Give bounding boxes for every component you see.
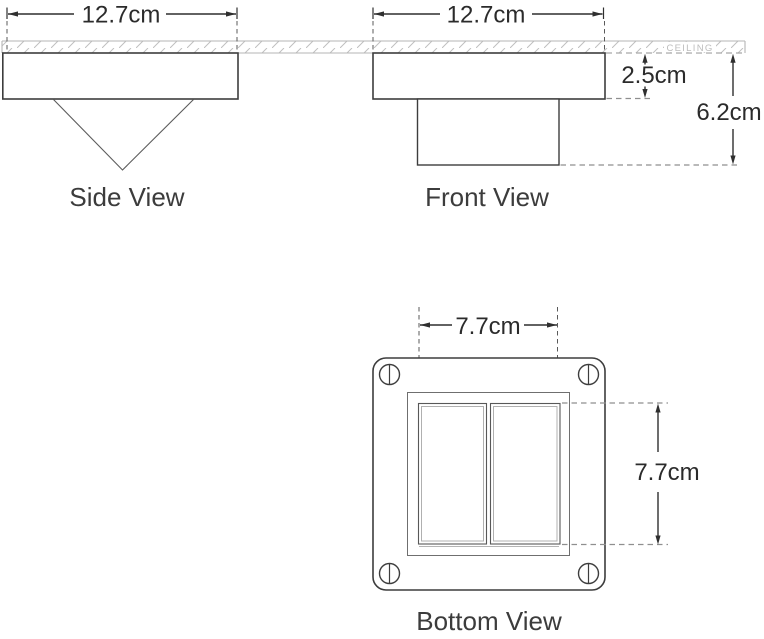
screw-bottom-right xyxy=(577,562,600,585)
overall-depth-dimension: 6.2cm xyxy=(560,53,762,166)
cutout-width-value: 7.7cm xyxy=(455,313,520,340)
arrowhead-left xyxy=(420,322,430,328)
lamp-panel-left xyxy=(417,402,488,545)
bottom-view: 7.7cm xyxy=(372,307,700,636)
overall-depth-value: 6.2cm xyxy=(696,99,761,126)
front-width-value: 12.7cm xyxy=(447,2,526,29)
arrowhead-down xyxy=(730,155,736,165)
arrowhead-right xyxy=(547,322,557,328)
front-view-label: Front View xyxy=(425,182,549,212)
arrowhead-left xyxy=(8,11,18,17)
flange-depth-value: 2.5cm xyxy=(621,62,686,89)
ceiling-label: CEILING xyxy=(666,43,713,54)
panel-outer-edge xyxy=(417,402,488,545)
front-view-body xyxy=(372,52,606,100)
side-view-label: Side View xyxy=(69,182,184,212)
front-view-stem xyxy=(416,98,560,166)
arrowhead-down xyxy=(655,535,661,545)
front-view: 12.7cm 2.5cm 6.2cm Front View xyxy=(372,2,762,212)
panel-inner-edge xyxy=(493,406,558,542)
arrowhead-down xyxy=(642,89,648,98)
screw-top-right xyxy=(577,363,600,386)
bottom-view-label: Bottom View xyxy=(416,606,562,636)
arrowhead-right xyxy=(226,11,236,17)
side-view-body xyxy=(1,52,239,100)
cutout-width-dimension: 7.7cm xyxy=(418,307,558,401)
cutout-height-dimension: 7.7cm xyxy=(562,402,700,546)
arrowhead-up xyxy=(730,53,736,63)
screw-top-left xyxy=(378,363,401,386)
side-view-cone xyxy=(53,99,194,171)
front-view-width-dimension: 12.7cm xyxy=(372,2,605,97)
ceiling-label-backing xyxy=(664,41,716,53)
side-view-width-dimension: 12.7cm xyxy=(6,2,238,56)
side-width-value: 12.7cm xyxy=(82,2,161,29)
arrowhead-up xyxy=(655,403,661,413)
panel-outer-edge xyxy=(489,402,561,545)
lamp-panel-right xyxy=(489,402,561,545)
panel-inner-edge xyxy=(421,406,484,542)
arrowhead-left xyxy=(374,11,384,17)
flange-depth-dimension: 2.5cm xyxy=(606,53,687,100)
arrowhead-right xyxy=(592,11,603,17)
cutout-height-value: 7.7cm xyxy=(634,459,699,486)
screw-bottom-left xyxy=(378,562,401,585)
side-view: 12.7cm Side View xyxy=(1,2,239,212)
arrowhead-up xyxy=(642,53,648,63)
